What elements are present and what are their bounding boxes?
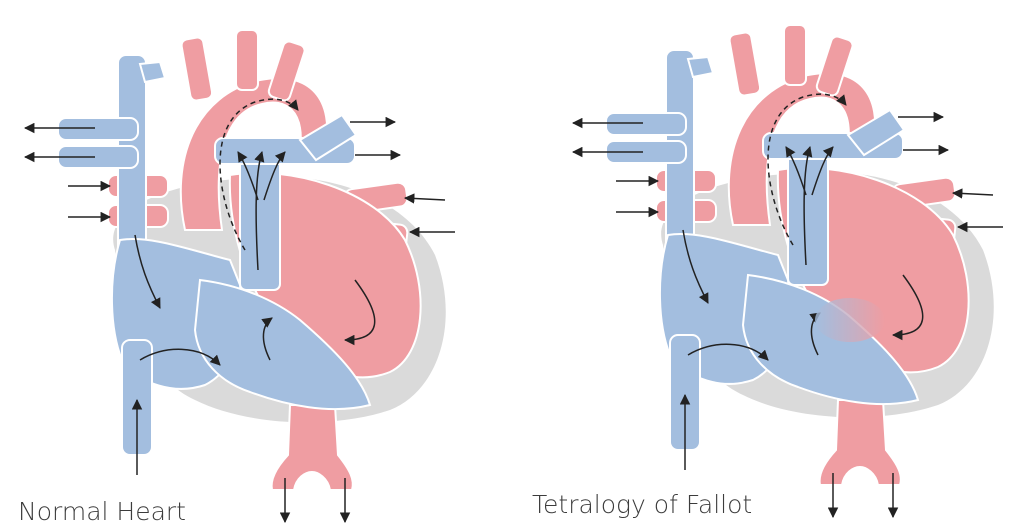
panel-normal-heart: Normal Heart xyxy=(18,30,455,526)
septal-defect-mixing xyxy=(815,298,885,342)
panel-tetralogy-of-fallot: Tetralogy of Fallot xyxy=(532,25,1003,519)
caption-tetralogy-of-fallot: Tetralogy of Fallot xyxy=(532,490,752,519)
caption-normal-heart: Normal Heart xyxy=(18,497,186,526)
